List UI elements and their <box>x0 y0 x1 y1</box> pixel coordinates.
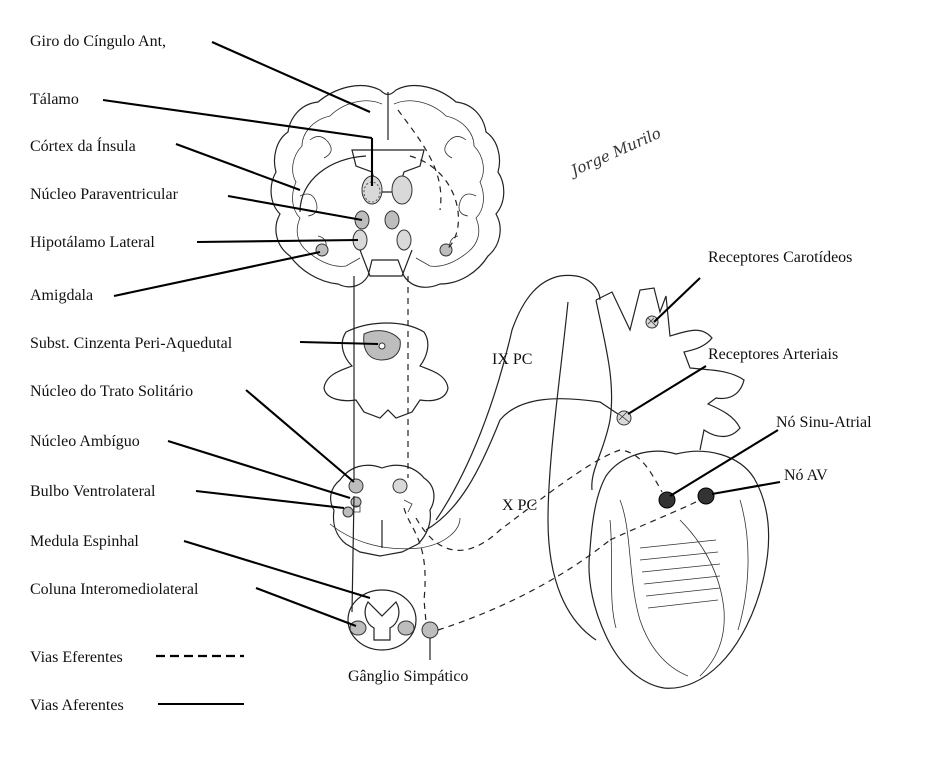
legend-afferent-label: Vias Aferentes <box>30 697 124 714</box>
label-ambiguo: Núcleo Ambíguo <box>30 433 140 450</box>
leader-talamo <box>103 100 372 138</box>
label-ix-pc: IX PC <box>492 351 532 368</box>
legend-efferent-label: Vias Eferentes <box>30 649 123 666</box>
label-pag: Subst. Cinzenta Peri-Aquedutal <box>30 335 233 352</box>
brain-coronal-section <box>271 86 504 288</box>
av-node <box>698 488 714 504</box>
label-receptores-carotideos: Receptores Carotídeos <box>708 249 852 266</box>
label-ganglio-simpatico: Gânglio Simpático <box>348 668 468 685</box>
leader-amigdala <box>114 252 320 296</box>
leader-coluna <box>256 588 356 626</box>
label-nts: Núcleo do Trato Solitário <box>30 383 193 400</box>
leader-carotideos <box>654 278 700 322</box>
label-talamo: Tálamo <box>30 91 79 108</box>
leader-arteriais <box>628 366 706 414</box>
right-labels: Receptores Carotídeos Receptores Arteria… <box>348 249 872 685</box>
amygdala-left <box>316 244 328 256</box>
ventrolateral-medulla <box>343 507 353 517</box>
intermediolateral-column-right <box>398 621 414 635</box>
leader-no-av <box>712 482 780 494</box>
nucleus-ambiguus <box>351 497 361 507</box>
label-bulbo: Bulbo Ventrolateral <box>30 483 156 500</box>
leader-insula <box>176 144 300 190</box>
leader-bulbo <box>196 491 344 508</box>
leader-medula <box>184 541 370 598</box>
label-x-pc: X PC <box>502 497 537 514</box>
thalamus-right <box>392 176 412 204</box>
midbrain-section <box>324 323 448 418</box>
label-hipotalamo: Hipotálamo Lateral <box>30 234 155 251</box>
left-labels: Giro do Cíngulo Ant, Tálamo Córtex da Ín… <box>30 33 233 598</box>
leader-ambiguo <box>168 441 350 498</box>
label-giro-cingulo: Giro do Cíngulo Ant, <box>30 33 166 50</box>
label-medula: Medula Espinhal <box>30 533 139 550</box>
nucleus-tractus-solitarius <box>349 479 363 493</box>
label-coluna: Coluna Interomediolateral <box>30 581 199 598</box>
pathways <box>352 275 700 640</box>
leader-giro-cingulo <box>212 42 370 112</box>
legend: Vias Eferentes Vias Aferentes <box>30 649 244 714</box>
spinal-cord-section <box>348 590 438 660</box>
leader-paraventricular <box>228 196 362 220</box>
sympathetic-ganglion <box>422 622 438 638</box>
label-paraventricular: Núcleo Paraventricular <box>30 186 179 203</box>
intermediolateral-column-left <box>350 621 366 635</box>
leader-nts <box>246 390 354 482</box>
label-receptores-arteriais: Receptores Arteriais <box>708 346 838 363</box>
label-no-sinu-atrial: Nó Sinu-Atrial <box>776 414 872 431</box>
label-insula: Córtex da Ínsula <box>30 136 136 155</box>
artist-signature: Jorge Murilo <box>566 124 664 181</box>
label-no-av: Nó AV <box>784 467 828 484</box>
leader-hipotalamo <box>197 240 358 242</box>
label-amigdala: Amigdala <box>30 287 93 304</box>
